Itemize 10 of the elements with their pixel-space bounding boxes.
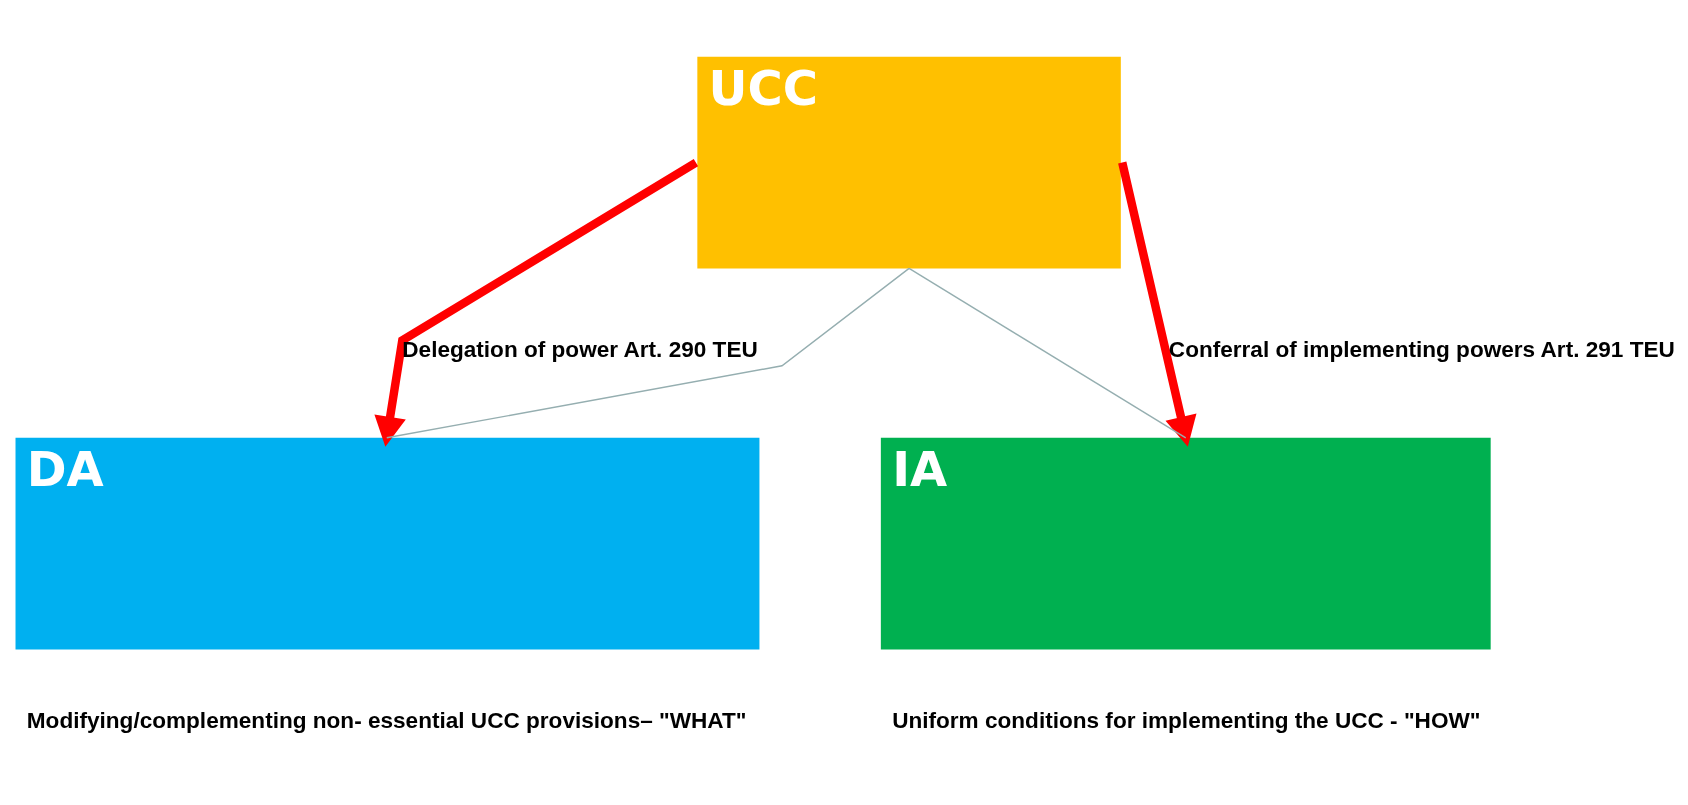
connector [907,267,1186,439]
edge-label: Conferral of implementing powers Art. 291 TEU [1168,337,1675,363]
arrow [373,158,698,447]
arrow [1117,161,1196,447]
node-label: Modifying/complementing non- essential UCC provisions– "WHAT" [26,708,747,734]
node-label: Uniform conditions for implementing the UCC - "HOW" [891,708,1480,734]
node-box: DA [15,437,759,650]
connector [385,267,910,439]
node-box: UCC [696,56,1121,269]
node-box: IA [880,437,1491,650]
